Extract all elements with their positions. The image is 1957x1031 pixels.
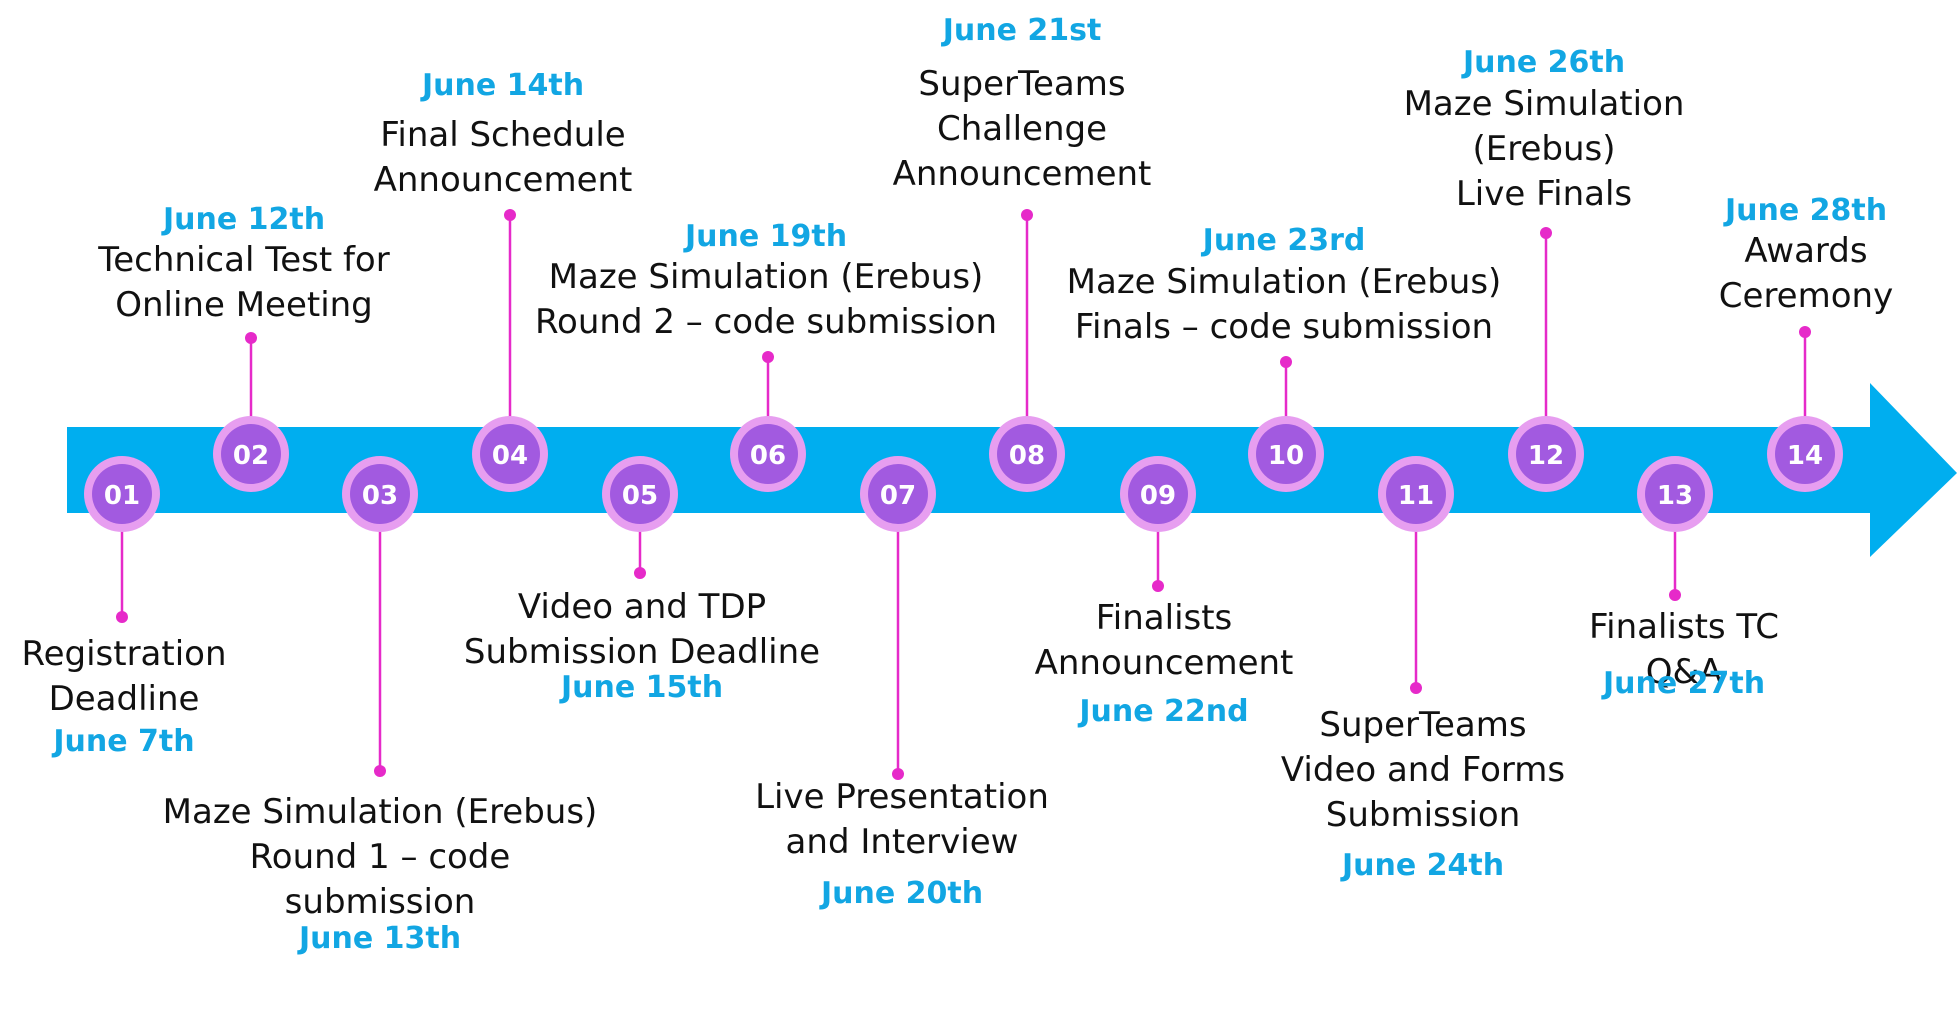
event-label-02: Technical Test for Online Meeting xyxy=(98,240,390,325)
connector-dot-05 xyxy=(634,567,646,579)
milestone-12: 12 xyxy=(1508,416,1584,492)
event-label-05: Video and TDP Submission Deadline xyxy=(463,587,821,672)
milestone-number-08: 08 xyxy=(1009,441,1045,471)
milestone-circle-07 xyxy=(868,464,928,524)
milestone-11: 11 xyxy=(1378,456,1454,532)
connector-dot-09 xyxy=(1152,580,1164,592)
event-label-13: Finalists TC Q&A xyxy=(1589,607,1779,692)
connector-dot-06 xyxy=(762,351,774,363)
milestone-circle-10 xyxy=(1256,424,1316,484)
milestone-number-07: 07 xyxy=(880,481,916,511)
event-label-06: Maze Simulation (Erebus) Round 2 – code … xyxy=(534,257,998,342)
event-label-12: Maze Simulation (Erebus) Live Finals xyxy=(1403,84,1685,214)
milestone-circle-09 xyxy=(1128,464,1188,524)
milestone-number-10: 10 xyxy=(1268,441,1304,471)
event-label-01: Registration Deadline xyxy=(21,634,227,719)
event-label-03: Maze Simulation (Erebus) Round 1 – code … xyxy=(162,792,598,922)
milestone-04: 04 xyxy=(472,416,548,492)
milestone-03: 03 xyxy=(342,456,418,532)
event-date-12: June 26th xyxy=(1462,45,1626,80)
connector-dot-03 xyxy=(374,765,386,777)
milestone-number-02: 02 xyxy=(233,441,269,471)
milestone-02: 02 xyxy=(213,416,289,492)
milestone-10: 10 xyxy=(1248,416,1324,492)
connector-dot-07 xyxy=(892,768,904,780)
milestone-number-09: 09 xyxy=(1140,481,1176,511)
milestone-circle-13 xyxy=(1645,464,1705,524)
event-label-14: Awards Ceremony xyxy=(1718,231,1894,316)
connector-dot-08 xyxy=(1021,209,1033,221)
milestone-13: 13 xyxy=(1637,456,1713,532)
event-date-09: June 22nd xyxy=(1079,694,1249,729)
connector-dot-02 xyxy=(245,332,257,344)
milestone-08: 08 xyxy=(989,416,1065,492)
milestone-circle-03 xyxy=(350,464,410,524)
event-label-08: SuperTeams Challenge Announcement xyxy=(892,64,1152,194)
milestone-number-11: 11 xyxy=(1398,481,1434,511)
event-date-01: June 7th xyxy=(53,724,195,759)
milestone-circle-14 xyxy=(1775,424,1835,484)
connector-dot-13 xyxy=(1669,589,1681,601)
milestone-14: 14 xyxy=(1767,416,1843,492)
event-label-09: Finalists Announcement xyxy=(1034,598,1294,683)
milestone-number-12: 12 xyxy=(1528,441,1564,471)
event-label-04: Final Schedule Announcement xyxy=(373,115,633,200)
milestone-circle-08 xyxy=(997,424,1057,484)
connector-dot-10 xyxy=(1280,356,1292,368)
event-date-05: June 15th xyxy=(560,670,724,705)
event-date-07: June 20th xyxy=(820,876,984,911)
event-label-11: SuperTeams Video and Forms Submission xyxy=(1280,705,1566,835)
milestone-number-03: 03 xyxy=(362,481,398,511)
connector-dot-14 xyxy=(1799,326,1811,338)
event-label-07: Live Presentation and Interview xyxy=(755,777,1049,862)
event-date-14: June 28th xyxy=(1724,193,1888,228)
milestone-number-14: 14 xyxy=(1787,441,1823,471)
milestone-number-05: 05 xyxy=(622,481,658,511)
milestone-06: 06 xyxy=(730,416,806,492)
connector-dot-11 xyxy=(1410,682,1422,694)
event-date-13: June 27th xyxy=(1602,666,1766,701)
milestone-circle-11 xyxy=(1386,464,1446,524)
connector-dot-12 xyxy=(1540,227,1552,239)
milestone-number-01: 01 xyxy=(104,481,140,511)
milestone-07: 07 xyxy=(860,456,936,532)
milestone-09: 09 xyxy=(1120,456,1196,532)
milestone-circle-12 xyxy=(1516,424,1576,484)
event-label-10: Maze Simulation (Erebus) Finals – code s… xyxy=(1066,262,1502,347)
milestone-circle-01 xyxy=(92,464,152,524)
milestone-05: 05 xyxy=(602,456,678,532)
milestone-circle-06 xyxy=(738,424,798,484)
connector-dot-01 xyxy=(116,611,128,623)
milestone-circle-04 xyxy=(480,424,540,484)
event-date-04: June 14th xyxy=(421,68,585,103)
event-date-02: June 12th xyxy=(162,202,326,237)
event-date-06: June 19th xyxy=(684,219,848,254)
milestone-circle-02 xyxy=(221,424,281,484)
event-date-10: June 23rd xyxy=(1202,223,1366,258)
milestone-number-04: 04 xyxy=(492,441,528,471)
milestone-number-06: 06 xyxy=(750,441,786,471)
event-date-11: June 24th xyxy=(1341,848,1505,883)
milestone-circle-05 xyxy=(610,464,670,524)
event-date-03: June 13th xyxy=(298,921,462,956)
milestone-number-13: 13 xyxy=(1657,481,1693,511)
connector-dot-04 xyxy=(504,209,516,221)
milestone-01: 01 xyxy=(84,456,160,532)
event-date-08: June 21st xyxy=(942,13,1102,48)
